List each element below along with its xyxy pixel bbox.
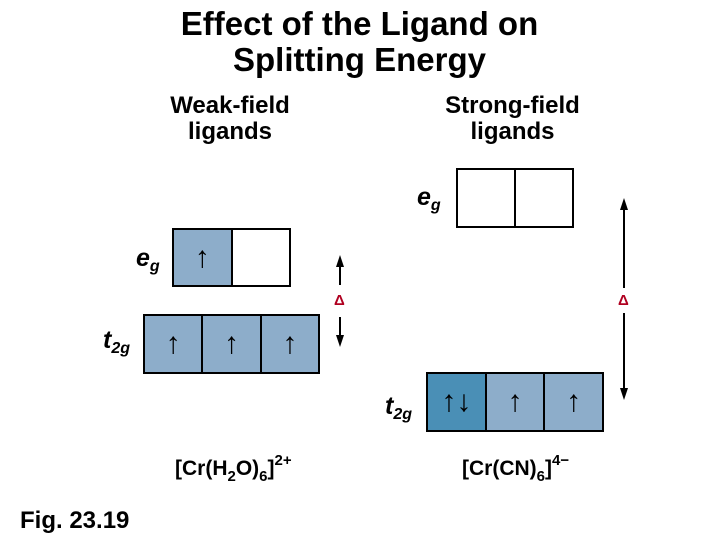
weak-delta-symbol: Δ (334, 292, 345, 309)
orbital-box: ↑↓ (428, 374, 487, 430)
weak-heading-line-1: Weak-field (170, 92, 290, 119)
strong-eg-label: eg (417, 183, 441, 214)
arrow-down-head (336, 335, 344, 347)
strong-field-heading: Strong-field ligands (425, 93, 600, 145)
weak-delta-arrow (336, 255, 344, 347)
weak-heading-line-2: ligands (187, 118, 272, 145)
weak-t2g-label: t2g (103, 326, 130, 357)
orbital-box: ↑ (174, 230, 233, 285)
strong-eg-orbitals (456, 168, 574, 228)
orbital-box (232, 230, 289, 285)
orbital-box: ↑ (145, 316, 204, 372)
title-line-2: Splitting Energy (232, 41, 486, 78)
arrow-up-head (620, 198, 628, 210)
orbital-box: ↑ (261, 316, 318, 372)
strong-t2g-label: t2g (385, 392, 412, 423)
strong-t2g-orbitals: ↑↓ ↑ ↑ (426, 372, 604, 432)
diagram-title: Effect of the Ligand on Splitting Energy (0, 6, 719, 78)
orbital-box (516, 170, 572, 226)
figure-label: Fig. 23.19 (20, 507, 130, 534)
strong-heading-line-2: ligands (470, 118, 555, 145)
weak-t2g-orbitals: ↑ ↑ ↑ (143, 314, 320, 374)
weak-field-heading: Weak-field ligands (150, 93, 310, 145)
weak-complex-formula: [Cr(H2O)6]2+ (175, 452, 292, 485)
orbital-box: ↑ (486, 374, 546, 430)
strong-complex-formula: [Cr(CN)6]4− (462, 452, 570, 485)
strong-delta-arrow (620, 198, 628, 400)
orbital-box (458, 170, 516, 226)
weak-eg-label: eg (136, 244, 160, 275)
weak-eg-orbitals: ↑ (172, 228, 291, 287)
title-line-1: Effect of the Ligand on (180, 5, 539, 42)
arrow-up-head (336, 255, 344, 267)
strong-heading-line-1: Strong-field (445, 92, 580, 119)
orbital-box: ↑ (203, 316, 262, 372)
arrow-down-head (620, 388, 628, 400)
orbital-box: ↑ (545, 374, 603, 430)
strong-delta-symbol: Δ (618, 292, 629, 309)
